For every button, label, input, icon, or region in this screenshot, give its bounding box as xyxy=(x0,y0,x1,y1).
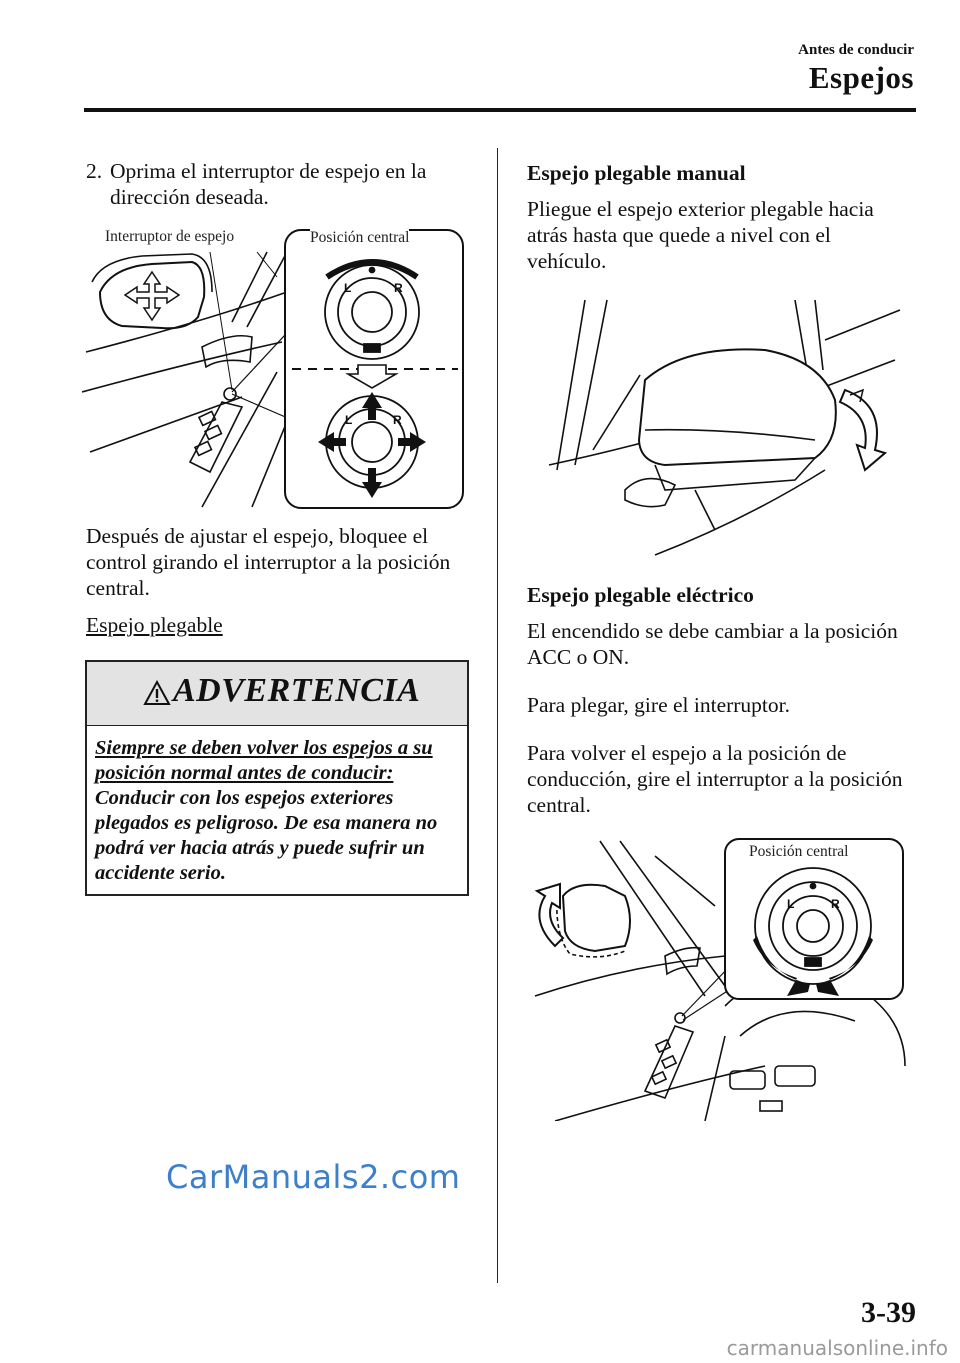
arrow-icon xyxy=(534,882,565,948)
electric-text-3: Para volver el espejo a la posición de c… xyxy=(527,741,903,817)
header-rule xyxy=(84,108,916,112)
column-divider xyxy=(497,148,498,1283)
step-text: Oprima el interruptor de espejo en la di… xyxy=(110,159,427,209)
electric-folding-figure: L R xyxy=(534,838,906,1121)
svg-text:L: L xyxy=(787,897,794,911)
section-header: Antes de conducir xyxy=(798,42,914,58)
arrow-icon xyxy=(753,936,873,996)
footer-site: carmanualsonline.info xyxy=(726,1336,948,1360)
warning-title: ADVERTENCIA xyxy=(173,672,421,709)
page-number: 3-39 xyxy=(861,1296,916,1329)
warning-box: ADVERTENCIA Siempre se deben volver los … xyxy=(85,660,469,896)
after-adjust-text: Después de ajustar el espejo, bloquee el… xyxy=(86,524,451,600)
svg-text:L: L xyxy=(345,413,352,427)
electric-text-1: El encendido se debe cambiar a la posici… xyxy=(527,619,898,669)
step-number: 2. xyxy=(86,159,103,183)
label-center-position-2: Posición central xyxy=(749,843,849,861)
electric-folding-heading: Espejo plegable eléctrico xyxy=(527,583,754,607)
warning-underlined: Siempre se deben volver los espejos a su… xyxy=(95,737,433,784)
electric-text-2: Para plegar, gire el interruptor. xyxy=(527,693,791,717)
page-title: Espejos xyxy=(808,60,914,95)
manual-folding-heading: Espejo plegable manual xyxy=(527,161,746,185)
label-mirror-switch: Interruptor de espejo xyxy=(105,228,235,246)
arrow-icon xyxy=(123,270,181,322)
warning-triangle-icon xyxy=(143,680,171,705)
mirror-switch-figure: L R L R xyxy=(82,229,464,509)
manual-folding-figure xyxy=(548,299,901,556)
warning-body: Siempre se deben volver los espejos a su… xyxy=(95,736,457,886)
warning-header: ADVERTENCIA xyxy=(87,662,467,726)
watermark-logo: CarManuals2.com xyxy=(166,1158,461,1196)
warning-text: Conducir con los espejos exteriores pleg… xyxy=(95,787,438,884)
folding-mirror-heading: Espejo plegable xyxy=(86,613,223,637)
arrow-icon xyxy=(318,392,426,498)
svg-text:R: R xyxy=(394,281,403,295)
arrow-icon xyxy=(838,388,888,472)
arrow-icon xyxy=(345,364,399,389)
svg-text:R: R xyxy=(393,413,402,427)
manual-folding-text: Pliegue el espejo exterior plegable haci… xyxy=(527,197,874,273)
svg-text:L: L xyxy=(344,281,351,295)
label-center-position: Posición central xyxy=(310,229,410,247)
svg-text:R: R xyxy=(831,897,840,911)
